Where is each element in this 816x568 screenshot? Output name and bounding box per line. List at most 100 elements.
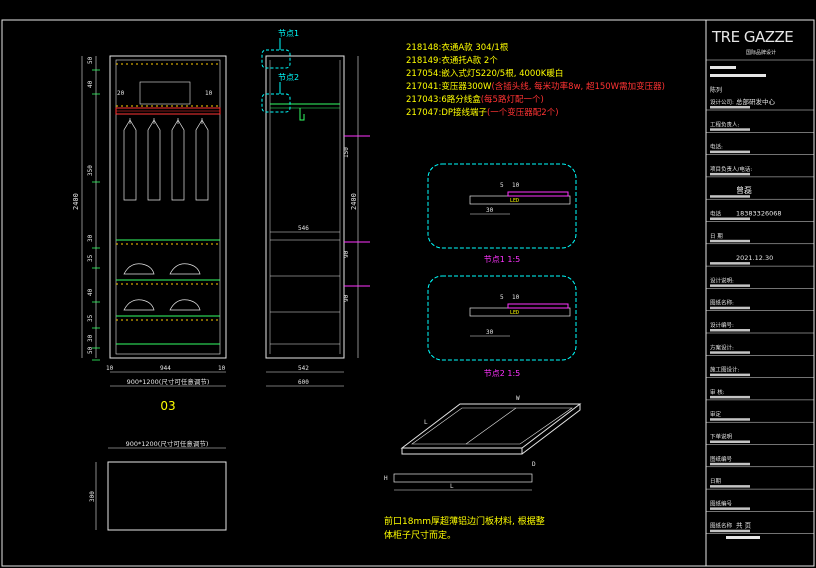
hanger-hooks xyxy=(129,118,203,124)
cabinet-outline xyxy=(109,55,227,359)
node1-callout[interactable] xyxy=(261,49,291,69)
dim-right-3: 90 xyxy=(343,294,350,302)
title-row-label: 项目负责人/电话: xyxy=(710,165,752,173)
iso-panel-inner xyxy=(411,407,573,445)
placeholder-bar xyxy=(710,395,750,399)
iso-panel-divider xyxy=(465,407,517,445)
spec-note-line: 217041:变压器300W(含插头线, 每米功率8w, 超150W需加变压器) xyxy=(406,81,665,92)
title-row-label: 图纸编号 xyxy=(710,499,733,507)
drawing-frame xyxy=(1,19,815,567)
detail2-led-channel xyxy=(507,303,569,309)
detail-node2[interactable]: 5 10 30 LED 节点2 1:5 xyxy=(427,275,577,378)
iso-note-line1: 前口18mm厚超薄铝边门板材料, 根据整 xyxy=(384,515,545,527)
dim-left-label: 35 xyxy=(87,254,94,262)
iso-dim-h: H xyxy=(384,475,388,482)
spec-code: 217054: xyxy=(406,69,441,79)
detail2-tag: LED xyxy=(510,310,519,316)
spec-text: DP接线端子 xyxy=(441,107,487,118)
dim-bottom-total: 600 xyxy=(298,379,309,386)
placeholder-bar xyxy=(710,306,750,310)
placeholder-bar xyxy=(710,329,750,332)
placeholder-bar xyxy=(710,74,766,77)
spec-note-line: 217054:嵌入式灯S220/5根, 4000K暖白 xyxy=(406,68,563,79)
title-row-label: 审 核: xyxy=(710,388,725,396)
detail2-dim-c: 30 xyxy=(486,329,494,336)
placeholder-bar xyxy=(710,262,750,265)
brand-logo-sub: 国际品牌设计 xyxy=(746,49,776,56)
title-row-label: 电话: xyxy=(710,143,723,151)
title-row-label: 下单说明 xyxy=(710,433,733,441)
spec-text: 衣通托A款 2个 xyxy=(441,55,498,66)
detail1-dim-c: 30 xyxy=(486,207,494,214)
dim-marks-right xyxy=(344,135,370,287)
garment-shape xyxy=(123,119,137,201)
spec-code: 217041: xyxy=(406,82,441,92)
garment-shape xyxy=(195,119,209,201)
spec-extra: (每5路灯配一个) xyxy=(481,94,544,105)
top-view[interactable]: 900*1200(尺寸可任意调节) 300 xyxy=(89,439,227,531)
node1-label[interactable]: 节点1 xyxy=(278,29,299,38)
garment-shape xyxy=(147,119,161,201)
title-row-label: 图纸名称: xyxy=(710,299,734,307)
cabinet-inner xyxy=(115,59,221,355)
placeholder-bar xyxy=(710,462,750,466)
spec-text: 变压器300W xyxy=(441,81,492,92)
view-number: 03 xyxy=(160,399,175,413)
placeholder-bar xyxy=(710,150,750,154)
node2-callout[interactable] xyxy=(261,93,291,113)
dim-top-left: 20 xyxy=(117,90,125,97)
detail2-panel xyxy=(469,307,571,317)
transformer-box xyxy=(139,81,191,105)
title-row-label: 设计说明: xyxy=(710,276,734,284)
title-row-label: 日期 xyxy=(710,478,722,485)
title-row-value[interactable]: 曾磊 xyxy=(736,185,752,195)
placeholder-bar xyxy=(710,351,750,354)
dim-left-label: 30 xyxy=(87,234,94,242)
spec-text: 嵌入式灯S220/5根, 4000K暖白 xyxy=(441,68,563,79)
detail1-tag: LED xyxy=(510,198,519,204)
dim-left-label: 50 xyxy=(87,346,94,354)
dim-height-label: 2400 xyxy=(350,193,358,210)
iso-view[interactable]: W L D H L 前口18mm厚超薄铝边门板材料, 根据整 体柜子尺寸而定。 xyxy=(384,395,582,541)
dim-total-label: 2400 xyxy=(72,193,80,210)
dim-top-right: 10 xyxy=(205,90,213,97)
placeholder-bar xyxy=(710,485,750,488)
title-row-value[interactable]: 总部研发中心 xyxy=(736,97,776,106)
iso-panel-side xyxy=(521,404,581,455)
iso-dim-d: D xyxy=(532,461,536,468)
spec-text: 6路分线盒 xyxy=(441,94,481,105)
detail1-frame xyxy=(427,163,577,249)
title-row-label: 方案设计: xyxy=(710,343,734,351)
title-row-label: 电话 xyxy=(710,210,722,218)
edge-dim: L xyxy=(450,483,454,490)
node2-label[interactable]: 节点2 xyxy=(278,73,299,82)
placeholder-bar xyxy=(710,66,736,69)
title-block[interactable]: TRE GAZZE 国际品牌设计 陈列 设计公司:总部研发中心工程负责人:电话:… xyxy=(706,28,814,539)
placeholder-bar xyxy=(710,418,750,421)
title-row-label: 施工图设计: xyxy=(710,366,740,374)
top-view-outline xyxy=(107,461,227,531)
dim-left-label: 30 xyxy=(87,334,94,342)
iso-dim-w: W xyxy=(516,395,520,402)
side-view[interactable]: 节点1 节点2 546 542 600 2400 150 90 90 xyxy=(261,29,370,387)
top-view-depth: 300 xyxy=(89,491,96,502)
detail1-panel xyxy=(469,195,571,205)
title-row-value[interactable]: 18383326068 xyxy=(736,210,782,218)
spec-extra: (一个变压器配2个) xyxy=(487,107,559,118)
title-row-value[interactable]: 共 页 xyxy=(736,521,752,530)
dim-bottom-left: 10 xyxy=(106,365,114,372)
placeholder-bar xyxy=(710,373,750,377)
placeholder-bar xyxy=(710,507,750,510)
spec-note-line: 217047:DP接线端子(一个变压器配2个) xyxy=(406,107,559,118)
dim-left-label: 50 xyxy=(87,56,94,64)
spec-note-line: 217043:6路分线盒(每5路灯配一个) xyxy=(406,94,544,105)
dim-left-label: 350 xyxy=(87,165,94,176)
detail1-dim-b: 10 xyxy=(512,182,520,189)
detail-node1[interactable]: 5 10 30 LED 节点1 1:5 xyxy=(427,163,577,264)
dim-left-label: 40 xyxy=(87,80,94,88)
title-row-value[interactable]: 2021.12.30 xyxy=(736,254,773,262)
